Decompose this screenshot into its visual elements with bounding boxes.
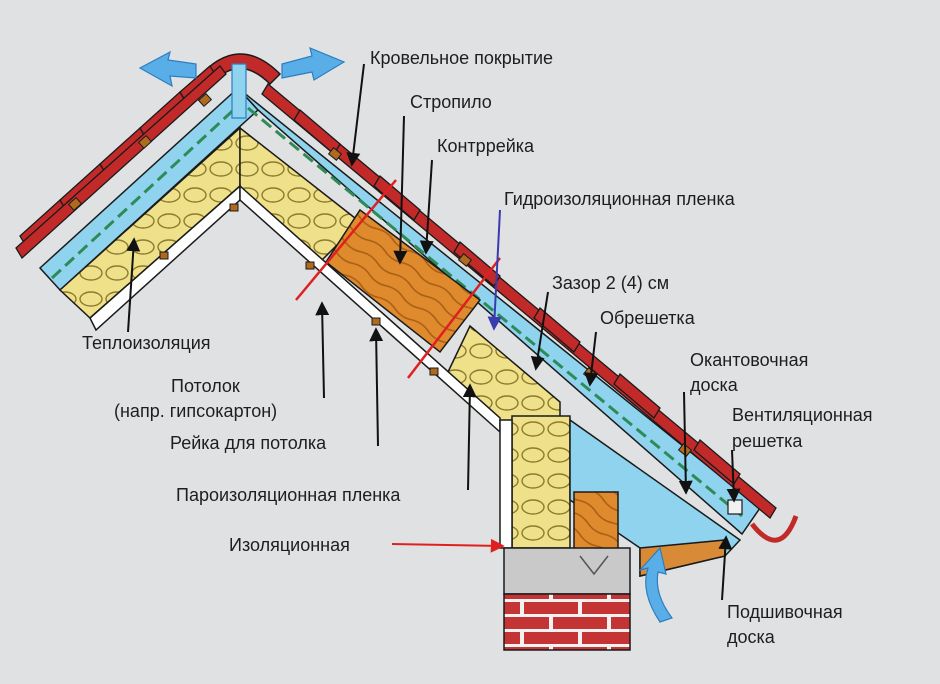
label-rafter: Стропило xyxy=(410,92,492,112)
label-waterproof-membrane: Гидроизоляционная пленка xyxy=(504,189,736,209)
left-tiles xyxy=(15,65,227,260)
label-edging-board-1: Окантовочная xyxy=(690,350,808,370)
pointer-counter-batten xyxy=(419,159,434,255)
label-insulating: Изоляционная xyxy=(229,535,350,555)
label-counter-batten: Контррейка xyxy=(437,136,535,156)
right-membrane-line xyxy=(247,106,743,518)
airflow-ridge-icon xyxy=(231,63,247,119)
labels: Кровельное покрытие Стропило Контррейка … xyxy=(82,48,873,647)
knee-wall-board xyxy=(499,419,513,549)
left-membrane-line xyxy=(50,102,242,280)
pointer-lines xyxy=(126,63,741,601)
pointer-roof-covering xyxy=(346,63,365,167)
pointer-gap xyxy=(530,291,549,371)
pointer-ceiling xyxy=(315,301,330,399)
label-ceiling-batten: Рейка для потолка xyxy=(170,433,327,453)
wall-plate xyxy=(573,491,619,551)
pointer-ceiling-batten xyxy=(369,327,384,447)
knee-wall-insulation xyxy=(511,415,571,549)
pointer-soffit xyxy=(718,535,733,601)
pointer-vapor xyxy=(462,383,477,491)
pointer-batten xyxy=(584,331,599,387)
label-thermal-insulation: Теплоизоляция xyxy=(82,333,211,353)
label-vapor-barrier: Пароизоляционная пленка xyxy=(176,485,401,505)
label-soffit-board-2: доска xyxy=(727,627,776,647)
label-ceiling-1: Потолок xyxy=(171,376,240,396)
vent-grille xyxy=(727,499,743,515)
label-batten: Обрешетка xyxy=(600,308,696,328)
pointer-insulating xyxy=(391,538,505,553)
label-gap: Зазор 2 (4) см xyxy=(552,273,669,293)
label-soffit-board-1: Подшивочная xyxy=(727,602,843,622)
label-ceiling-2: (напр. гипсокартон) xyxy=(114,401,277,421)
airflow-left-icon xyxy=(138,50,197,88)
label-edging-board-2: доска xyxy=(690,375,739,395)
pointer-waterproof xyxy=(487,209,502,331)
gutter xyxy=(750,515,799,543)
label-vent-grille-1: Вентиляционная xyxy=(732,405,873,425)
roof-layers xyxy=(15,53,799,651)
rafter-wood xyxy=(324,208,482,354)
airflow-arrows xyxy=(138,46,673,623)
airflow-eave-icon xyxy=(638,546,673,623)
airflow-right-icon xyxy=(281,46,346,81)
ceiling-battens xyxy=(159,203,439,376)
brick-wall xyxy=(503,593,631,651)
pointer-rafter xyxy=(393,115,408,265)
concrete-beam xyxy=(503,547,631,595)
right-tiles xyxy=(261,83,777,519)
pointer-thermal xyxy=(126,237,141,333)
section-cut-lines xyxy=(295,179,501,379)
pointer-vent-grille xyxy=(726,449,741,503)
label-roof-covering: Кровельное покрытие xyxy=(370,48,553,68)
label-vent-grille-2: решетка xyxy=(732,431,803,451)
pointer-edging-board xyxy=(678,391,693,495)
